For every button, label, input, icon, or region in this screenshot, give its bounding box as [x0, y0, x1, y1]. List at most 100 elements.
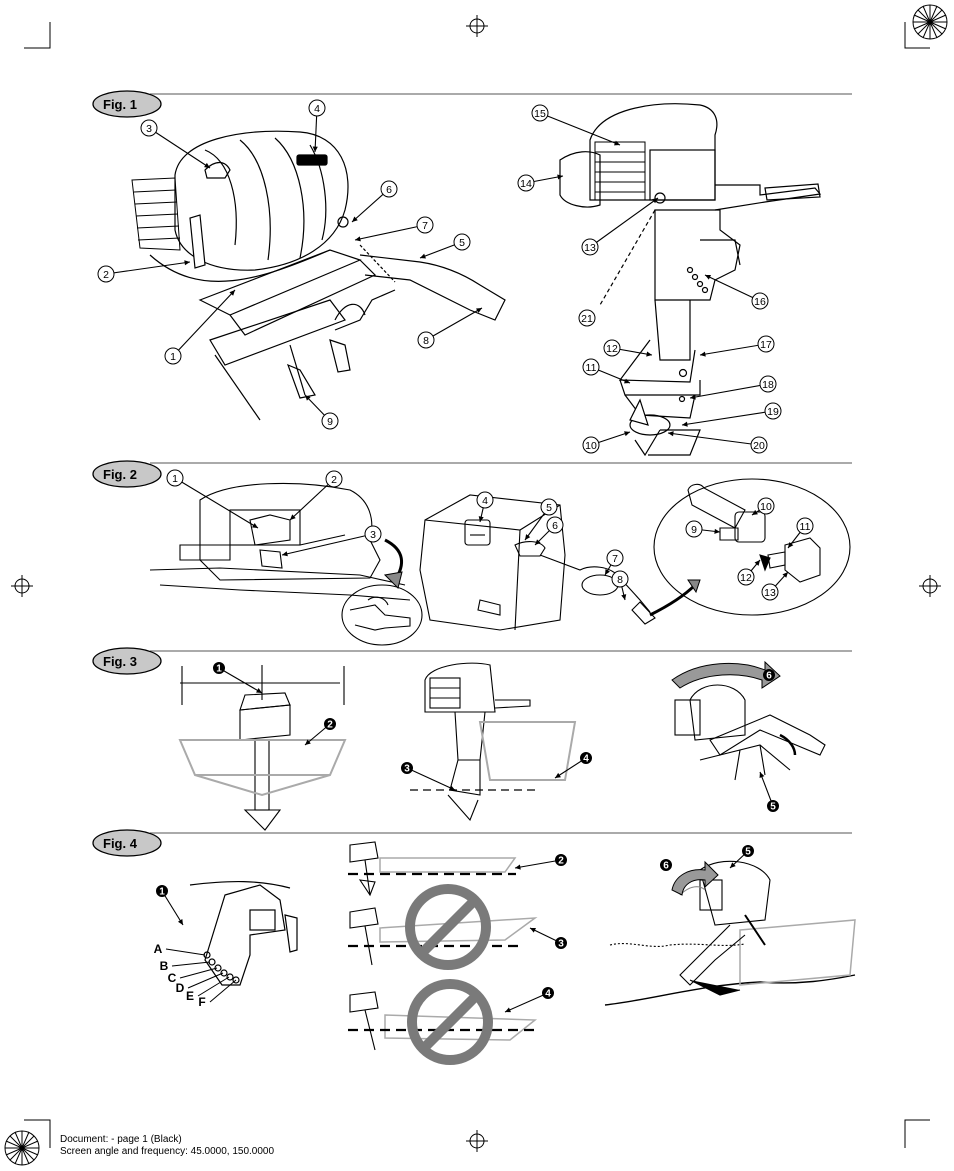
- fig3-callout-4: 4: [554, 752, 592, 779]
- fig2-callout-1: 1: [166, 469, 259, 529]
- callout-number: 5: [459, 237, 465, 249]
- fig1-callout-3: 3: [140, 119, 211, 169]
- callout-number: 12: [606, 343, 618, 355]
- callout-number: 2: [103, 269, 109, 281]
- fig2-callout-12: 12: [737, 559, 761, 586]
- fig3-callout-3: 3: [401, 762, 456, 791]
- svg-text:C: C: [168, 971, 177, 985]
- fig1-badge: Fig. 1: [92, 90, 162, 118]
- callout-number: 8: [617, 574, 623, 586]
- callout-number: 3: [404, 764, 410, 775]
- svg-text:A: A: [154, 942, 163, 956]
- fig2-badge: Fig. 2: [92, 460, 162, 488]
- callout-number: 13: [584, 242, 596, 254]
- fig1-callout-10: 10: [582, 431, 631, 454]
- callout-number: 1: [216, 664, 222, 675]
- fig4-prohibit-2: [407, 979, 493, 1065]
- color-wheel-top-right: [912, 4, 948, 40]
- fig3-boat-side: [478, 721, 577, 781]
- fig4-trim-bow-down: [349, 991, 538, 1051]
- callout-number: 9: [691, 524, 697, 536]
- callout-number: 14: [520, 178, 532, 190]
- fig4-callout-6: 6: [660, 859, 672, 872]
- callout-number: 2: [327, 720, 333, 731]
- callout-number: 7: [612, 553, 618, 565]
- callout-number: 3: [370, 529, 376, 541]
- callout-number: 3: [558, 939, 564, 950]
- fig3-callout-1: 1: [213, 662, 263, 694]
- fig4-transom-bracket: [189, 880, 298, 986]
- callout-number: 21: [581, 313, 593, 325]
- fig1-callout-21: 21: [578, 309, 596, 327]
- callout-number: 16: [754, 296, 766, 308]
- callout-number: 4: [545, 989, 551, 1000]
- fig1-label: Fig. 1: [103, 97, 137, 112]
- fig1-callout-14: 14: [517, 174, 564, 192]
- callout-number: 1: [172, 473, 178, 485]
- registration-mark-top: [466, 15, 488, 37]
- fig1-callout-15: 15: [531, 104, 621, 146]
- fig1-callout-4: 4: [308, 99, 326, 153]
- fig2-callout-2: 2: [289, 470, 343, 521]
- callout-number: 4: [314, 103, 320, 115]
- callout-number: 11: [586, 362, 597, 374]
- fig4-beaching-view: [604, 860, 856, 1006]
- svg-text:D: D: [176, 981, 185, 995]
- callout-number: 4: [482, 495, 488, 507]
- fig3-callout-2: 2: [304, 718, 336, 746]
- callout-number: 18: [762, 379, 774, 391]
- color-wheel-bottom-left: [4, 1130, 40, 1166]
- fig3-callout-6: 6: [763, 669, 775, 682]
- fig3-label: Fig. 3: [103, 654, 137, 669]
- fig4-callout-3: 3: [529, 927, 567, 950]
- fig3-rotate-arrow: [671, 660, 781, 689]
- fig1-callout-18: 18: [689, 375, 777, 400]
- callout-number: 6: [766, 671, 772, 682]
- fig2-label: Fig. 2: [103, 467, 137, 482]
- fig3-front-view: [180, 665, 345, 831]
- fig1-callout-8: 8: [417, 307, 483, 349]
- fig2-callout-10: 10: [751, 497, 775, 516]
- fig4-label: Fig. 4: [103, 836, 138, 851]
- callout-number: 11: [800, 521, 811, 533]
- registration-mark-bottom: [466, 1130, 488, 1152]
- callout-number: 12: [740, 572, 752, 584]
- fig1-engine-perspective: [131, 130, 506, 421]
- fig4-tilt-arrow: [671, 860, 719, 896]
- fig2-callout-11: 11: [787, 517, 814, 549]
- callout-number: 9: [327, 416, 333, 428]
- fig1-engine-side: [559, 103, 822, 457]
- fig3-tilt-view: [674, 684, 826, 781]
- fig4-callout-4: 4: [504, 987, 554, 1013]
- callout-number: 17: [760, 339, 772, 351]
- fig2-callout-3: 3: [281, 525, 382, 557]
- callout-number: 7: [422, 220, 428, 232]
- callout-number: 5: [546, 502, 552, 514]
- fig4-hole-letter-D: D: [176, 972, 224, 995]
- callout-number: 15: [534, 108, 546, 120]
- cooling-grille: [131, 177, 181, 251]
- callout-number: 2: [558, 856, 564, 867]
- callout-number: 10: [760, 501, 772, 513]
- fig4-prohibit-1: [405, 884, 491, 970]
- svg-text:F: F: [198, 995, 205, 1009]
- fig1-callout-12: 12: [603, 339, 653, 357]
- crop-marks: [24, 22, 930, 1148]
- fig4-badge: Fig. 4: [92, 829, 162, 857]
- fig2-fuel-connector-inset: [341, 584, 423, 646]
- fig2-callout-8: 8: [611, 570, 629, 601]
- callout-number: 5: [745, 847, 751, 858]
- fig1-kill-switch: [296, 154, 328, 166]
- callout-number: 3: [146, 123, 152, 135]
- registration-mark-right: [919, 575, 941, 597]
- fig4-hole-letter-B: B: [160, 959, 211, 973]
- callout-number: 19: [767, 406, 779, 418]
- callout-number: 5: [770, 802, 776, 813]
- svg-text:B: B: [160, 959, 169, 973]
- fig1-callout-6: 6: [351, 180, 398, 223]
- callout-number: 2: [331, 474, 337, 486]
- fig4-hole-letter-C: C: [168, 967, 218, 985]
- fig1-callout-9: 9: [304, 394, 339, 430]
- fig1-callout-16: 16: [704, 274, 769, 310]
